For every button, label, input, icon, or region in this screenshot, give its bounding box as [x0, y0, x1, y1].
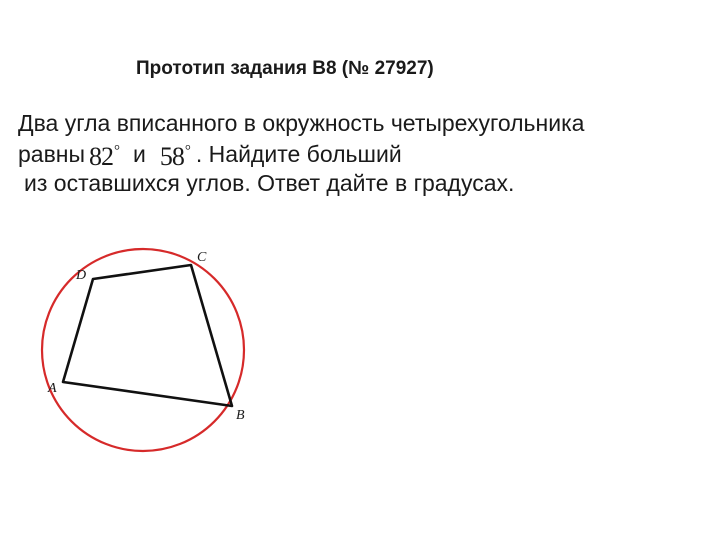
vertex-label-b: B: [236, 408, 245, 423]
problem-conjunction: и: [133, 141, 146, 167]
problem-text: Два угла вписанного в окружность четырех…: [18, 108, 584, 198]
angle-value-82: 82°: [89, 138, 120, 171]
vertex-label-a: A: [47, 381, 57, 396]
vertex-label-c: C: [197, 250, 207, 265]
problem-line-3: из оставшихся углов. Ответ дайте в граду…: [24, 170, 515, 196]
angle-value-58: 58°: [159, 138, 191, 171]
problem-equal-word: равны: [18, 141, 86, 167]
angle-2-degree: °: [184, 143, 191, 159]
quadrilateral-abcd: [61, 263, 234, 408]
slide-title: Прототип задания В8 (№ 27927): [136, 58, 434, 79]
problem-line-1: Два угла вписанного в окружность четырех…: [18, 110, 585, 136]
circumscribed-circle: [40, 247, 246, 453]
vertex-label-d: D: [75, 268, 86, 283]
inscribed-quadrilateral-figure: A B C D: [40, 247, 246, 453]
angle-1-number: 82: [89, 142, 114, 171]
angle-2-number: 58: [159, 142, 185, 171]
angle-1-degree: °: [114, 143, 120, 159]
problem-find-text: . Найдите больший: [195, 141, 402, 167]
